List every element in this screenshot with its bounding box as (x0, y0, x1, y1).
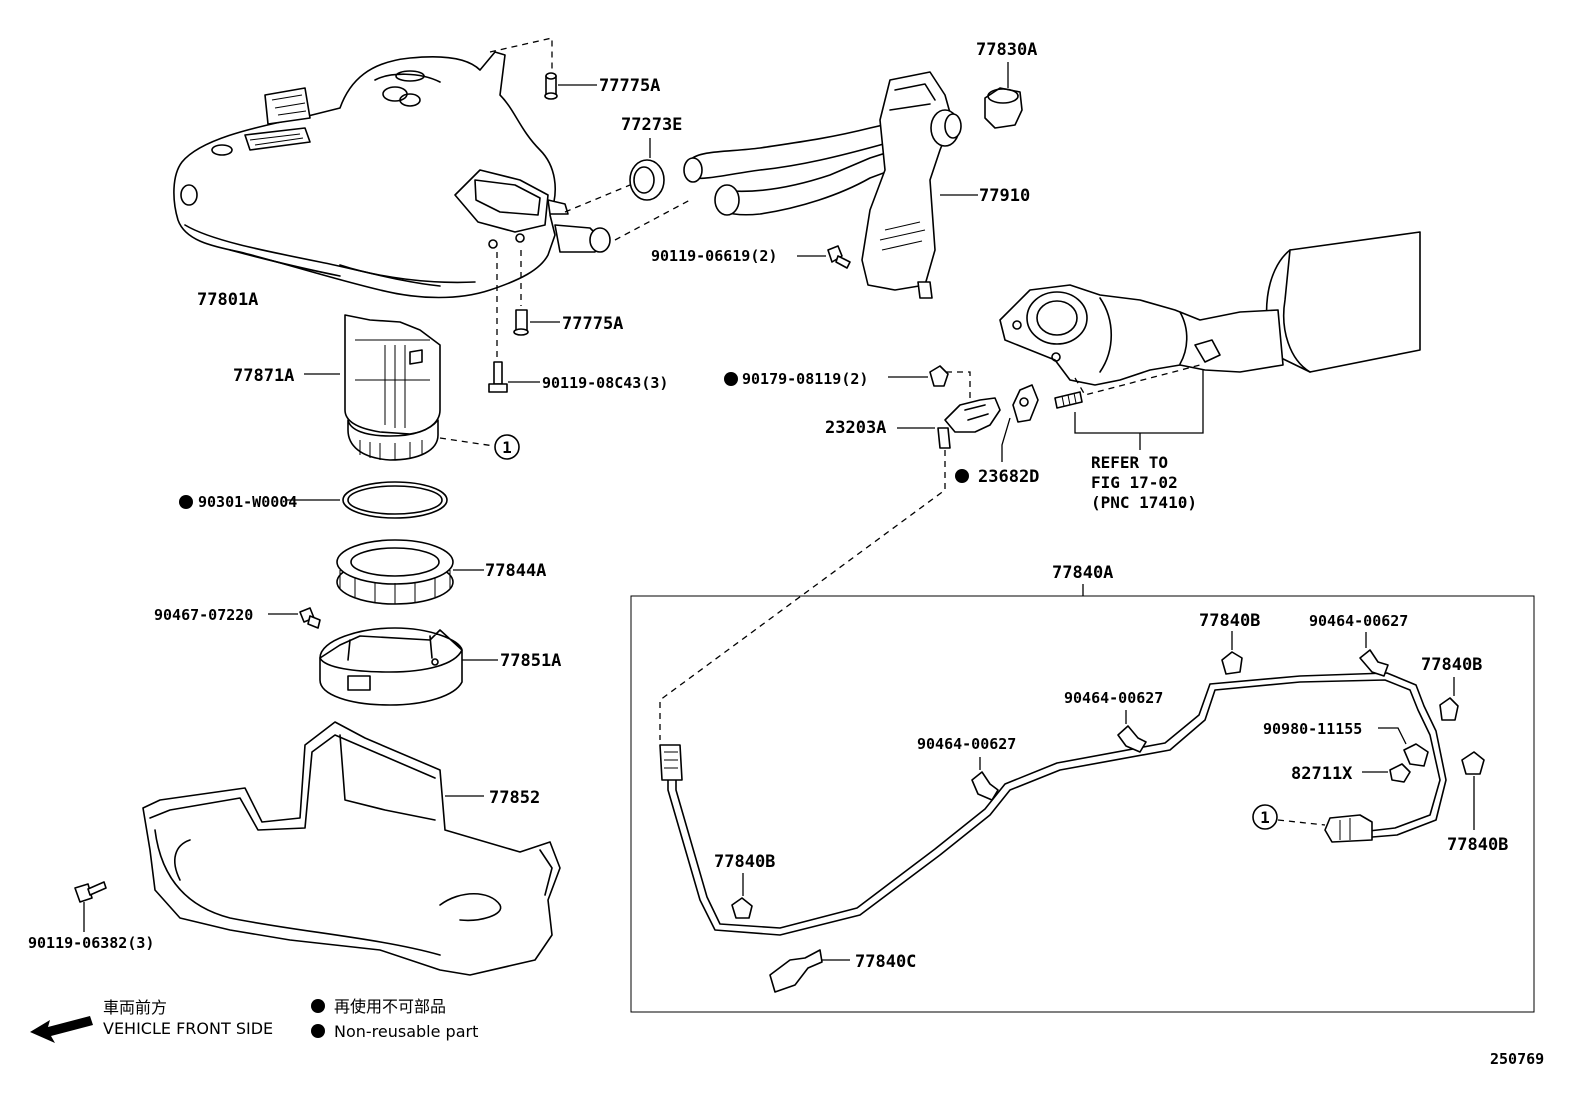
label-90119-06382: 90119-06382(3) (28, 934, 154, 952)
clip-82711X (1389, 763, 1411, 783)
label-77273E: 77273E (621, 115, 682, 135)
stud-77775A-top (544, 72, 558, 100)
label-23682D: 23682D (978, 467, 1039, 487)
refer-line-2: FIG 17-02 (1091, 473, 1178, 492)
legend-nonreuse-en: Non-reusable part (334, 1022, 478, 1041)
retainer-ring-77844A (336, 539, 454, 605)
harness-detail-box (630, 595, 1535, 1013)
label-77775A-mid: 77775A (562, 314, 623, 334)
fuel-pump-77871A (344, 314, 441, 461)
label-77775A-top: 77775A (599, 76, 660, 96)
label-77852: 77852 (489, 788, 540, 808)
label-90464-00627-c: 90464-00627 (917, 735, 1016, 753)
legend-front-en: VEHICLE FRONT SIDE (103, 1019, 273, 1038)
wire-harness-77840A (659, 672, 1447, 936)
fuel-tank-drawing (173, 51, 611, 299)
callout-1-bottom: 1 (1252, 804, 1278, 830)
label-90179-08119: 90179-08119(2) (742, 370, 868, 388)
legend-front-cjk: 車両前方 (103, 998, 167, 1017)
bolt-90119-06382 (74, 881, 107, 903)
label-77851A: 77851A (500, 651, 561, 671)
protector-77851A (319, 627, 463, 706)
callout-1-top: 1 (494, 434, 520, 460)
label-77910: 77910 (979, 186, 1030, 206)
label-77830A: 77830A (976, 40, 1037, 60)
legend-dot-icon (311, 999, 325, 1013)
gasket-23682D (1012, 384, 1039, 423)
clip-77840B-b (1439, 697, 1459, 721)
bolt-90119-06619 (827, 245, 851, 269)
filler-pipe-77910 (683, 71, 962, 299)
label-90467-07220: 90467-07220 (154, 606, 253, 624)
legend-nonreuse-cjk: 再使用不可部品 (334, 997, 446, 1016)
sensor-23203A (937, 397, 1001, 449)
svg-text:1: 1 (502, 438, 512, 457)
clip-77840B-c (1461, 751, 1485, 775)
label-77840A: 77840A (1052, 563, 1113, 583)
clip-90467-07220 (299, 607, 321, 629)
label-77840B-3: 77840B (1447, 835, 1508, 855)
label-23203A: 23203A (825, 418, 886, 438)
o-ring-90301-W0004 (342, 481, 448, 519)
non-reusable-dot-90179 (724, 372, 738, 386)
clip-90464-00627-a (1359, 649, 1389, 677)
label-77801A: 77801A (197, 290, 258, 310)
label-90980-11155: 90980-11155 (1263, 720, 1362, 738)
clip-90464-00627-b (1117, 725, 1147, 753)
label-90464-00627-a: 90464-00627 (1309, 612, 1408, 630)
refer-line-3: (PNC 17410) (1091, 493, 1197, 512)
legend-dot-icon (311, 1024, 325, 1038)
clip-77840B-a (1221, 651, 1243, 675)
label-90119-06619: 90119-06619(2) (651, 247, 777, 265)
svg-text:1: 1 (1260, 808, 1270, 827)
label-90464-00627-b: 90464-00627 (1064, 689, 1163, 707)
exhaust-assembly-ref (999, 231, 1421, 386)
label-77840C: 77840C (855, 952, 916, 972)
bracket-77840C (769, 949, 823, 993)
non-reusable-dot-90301 (179, 495, 193, 509)
clip-77840B-d (731, 897, 753, 919)
cap-77830A (984, 87, 1023, 129)
connector-90980-11155 (1403, 743, 1429, 767)
bolt-90119-08C43 (488, 361, 508, 393)
label-77840B-1: 77840B (1199, 611, 1260, 631)
figure-id: 250769 (1490, 1050, 1544, 1068)
label-90301-W0004: 90301-W0004 (198, 493, 297, 511)
refer-line-1: REFER TO (1091, 453, 1168, 472)
stud-ref (1054, 391, 1083, 409)
label-77871A: 77871A (233, 366, 294, 386)
label-82711X: 82711X (1291, 764, 1353, 784)
label-90119-08C43: 90119-08C43(3) (542, 374, 668, 392)
label-77840B-2: 77840B (1421, 655, 1482, 675)
label-77840B-4: 77840B (714, 852, 775, 872)
nut-90179-08119 (929, 365, 949, 387)
stud-77775A-mid (513, 309, 529, 336)
non-reusable-dot-23682D (955, 469, 969, 483)
protector-plate-77852 (142, 721, 561, 976)
grommet-77273E (629, 159, 665, 201)
label-77844A: 77844A (485, 561, 546, 581)
front-arrow-icon (30, 1016, 93, 1043)
clip-90464-00627-c (971, 771, 999, 801)
